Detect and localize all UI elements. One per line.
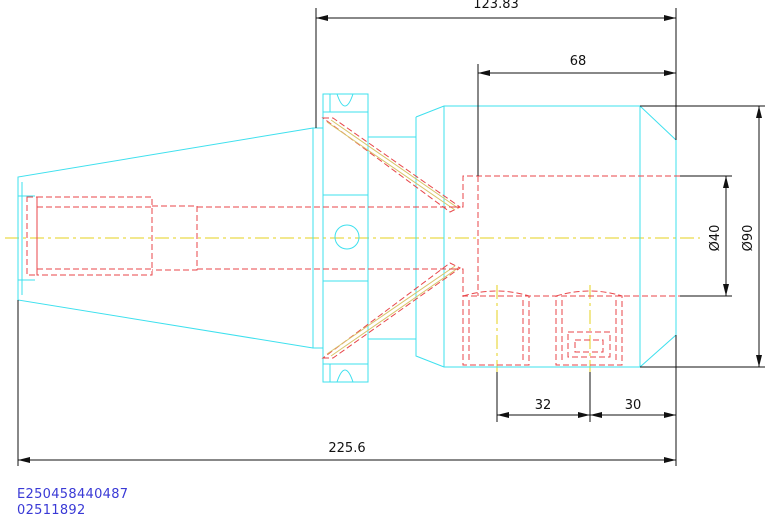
dimension-length-to-flange: 123.83 — [315, 0, 677, 140]
cross-slot-1 — [462, 290, 530, 366]
internal-bore-hidden — [26, 175, 680, 297]
identifier-code-2: 02511892 — [17, 503, 86, 518]
dimension-text-225-6: 225.6 — [328, 441, 365, 456]
identifier-code-1: E250458440487 — [17, 487, 129, 502]
main-body — [415, 105, 677, 368]
dimension-text-o40: Ø40 — [708, 225, 723, 252]
coolant-channel-upper — [321, 117, 461, 213]
dimension-bore-depth: 68 — [477, 54, 677, 176]
dimension-overall-length: 225.6 — [17, 300, 677, 466]
taper-shank — [17, 127, 314, 349]
dimension-text-30: 30 — [625, 398, 642, 413]
dimension-text-o90: Ø90 — [741, 225, 756, 252]
dimension-bore-diameter: Ø40 — [680, 175, 732, 297]
dimension-slot-spacing: 32 30 — [496, 335, 677, 422]
dimension-text-32: 32 — [535, 398, 552, 413]
cross-slot-2 — [555, 290, 623, 366]
flange — [312, 93, 417, 383]
dimension-text-123-83: 123.83 — [473, 0, 519, 12]
dimension-outer-diameter: Ø90 — [640, 105, 765, 368]
dimension-text-68: 68 — [570, 54, 587, 69]
coolant-channel-lower — [321, 262, 461, 359]
